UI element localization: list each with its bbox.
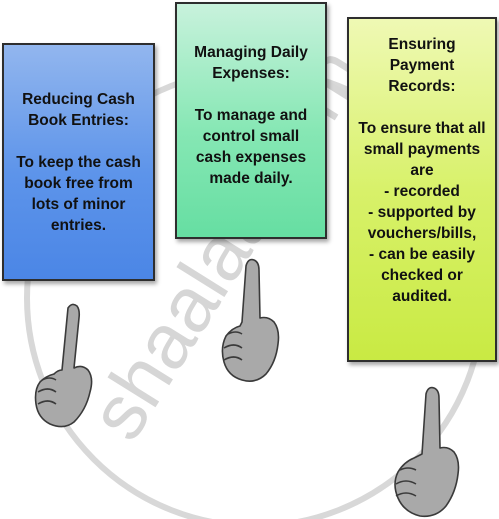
card-title: Managing Daily Expenses: (194, 44, 308, 82)
card-body-line: To manage and control small cash expense… (194, 107, 308, 187)
pointing-hand-icon (221, 258, 280, 382)
card-title: Reducing Cash Book Entries: (22, 91, 135, 129)
card-body: To manage and control small cash expense… (183, 105, 319, 189)
card-body-line: - recorded (384, 183, 460, 200)
card-body: To keep the cash book free from lots of … (10, 152, 147, 236)
card-ensuring-payment-records: Ensuring Payment Records: To ensure that… (347, 17, 497, 362)
card-body-line: - supported by vouchers/bills, (367, 204, 477, 242)
card-body-line: To ensure that all small payments are (358, 120, 486, 179)
pointing-hand-icon (34, 303, 93, 428)
pointing-hand-icon (394, 386, 460, 518)
card-title: Ensuring Payment Records: (388, 36, 456, 95)
card-body-line: To keep the cash book free from lots of … (16, 154, 141, 234)
card-body: To ensure that all small payments are - … (355, 118, 489, 307)
card-body-line: - can be easily checked or audited. (369, 246, 475, 305)
card-reducing-cash-book-entries: Reducing Cash Book Entries: To keep the … (2, 43, 155, 281)
card-managing-daily-expenses: Managing Daily Expenses: To manage and c… (175, 2, 327, 239)
